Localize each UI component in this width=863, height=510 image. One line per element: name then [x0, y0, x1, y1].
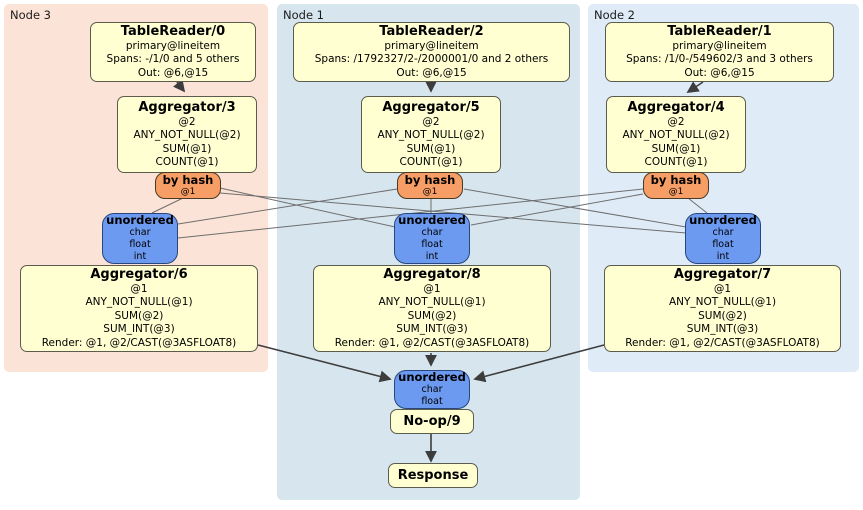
unordered-sync-node3: unordered char float int: [102, 213, 178, 264]
aggregator-4-box: Aggregator/4 @2 ANY_NOT_NULL(@2) SUM(@1)…: [606, 96, 746, 173]
aggregator-8-box: Aggregator/8 @1 ANY_NOT_NULL(@1) SUM(@2)…: [313, 265, 551, 352]
by-hash-router-node3: by hash @1: [155, 172, 221, 199]
by-hash-router-node1: by hash @1: [397, 172, 463, 199]
unordered-sync-node2: unordered char float int: [685, 213, 761, 264]
tablereader-1-title: TableReader/1: [667, 23, 772, 39]
aggregator-8-title: Aggregator/8: [383, 266, 481, 282]
aggregator-4-title: Aggregator/4: [627, 99, 725, 115]
tablereader-0-out: Out: @6,@15: [137, 66, 209, 79]
noop-box: No-op/9: [390, 409, 474, 434]
by-hash-router-node2: by hash @1: [643, 172, 709, 199]
tablereader-0-spans: Spans: -/1/0 and 5 others: [106, 53, 240, 66]
aggregator-5-box: Aggregator/5 @2 ANY_NOT_NULL(@2) SUM(@1)…: [361, 96, 501, 173]
tablereader-2-title: TableReader/2: [379, 23, 484, 39]
aggregator-3-title: Aggregator/3: [138, 99, 236, 115]
unordered-sync-final: unordered char float: [394, 370, 470, 409]
node-2-label: Node 2: [594, 8, 635, 22]
response-box: Response: [388, 463, 478, 488]
node-3-label: Node 3: [10, 8, 51, 22]
response-title: Response: [397, 467, 469, 483]
unordered-sync-node1: unordered char float int: [394, 213, 470, 264]
node-1-label: Node 1: [283, 8, 324, 22]
tablereader-0-index: primary@lineitem: [125, 39, 221, 52]
aggregator-5-title: Aggregator/5: [382, 99, 480, 115]
tablereader-2-box: TableReader/2 primary@lineitem Spans: /1…: [293, 22, 570, 82]
plan-arrows: [173, 79, 704, 463]
tablereader-0-box: TableReader/0 primary@lineitem Spans: -/…: [90, 22, 256, 82]
noop-title: No-op/9: [403, 413, 461, 429]
aggregator-6-box: Aggregator/6 @1 ANY_NOT_NULL(@1) SUM(@2)…: [20, 265, 258, 352]
aggregator-3-box: Aggregator/3 @2 ANY_NOT_NULL(@2) SUM(@1)…: [117, 96, 257, 173]
tablereader-0-title: TableReader/0: [120, 23, 226, 39]
tablereader-1-box: TableReader/1 primary@lineitem Spans: /1…: [605, 22, 834, 82]
aggregator-7-title: Aggregator/7: [673, 266, 772, 282]
aggregator-7-box: Aggregator/7 @1 ANY_NOT_NULL(@1) SUM(@2)…: [604, 265, 841, 352]
aggregator-6-title: Aggregator/6: [90, 266, 188, 282]
